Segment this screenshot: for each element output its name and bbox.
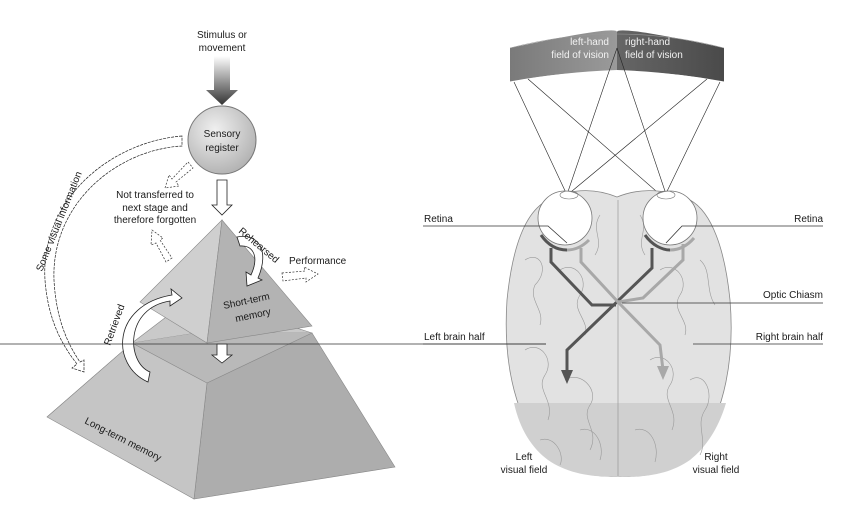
left-brain-half-label: Left brain half [424, 332, 485, 343]
left-pathway-arrowhead-icon [561, 370, 573, 384]
left-lens [559, 190, 579, 200]
sensory-register-label-1: Sensory [204, 129, 241, 140]
rehearsed-loop-icon [236, 236, 264, 287]
optic-pathways [539, 234, 696, 375]
right-eye [642, 190, 698, 246]
left-visual-field-label-2: visual field [501, 465, 548, 476]
not-transferred-label-1: Not transferred to [116, 190, 194, 201]
not-transferred-label-3: therefore forgotten [114, 215, 196, 226]
not-transferred-label-2: next stage and [122, 203, 188, 214]
forgotten-arrow-icon [164, 161, 194, 189]
left-visual-field-label-1: Left [516, 452, 533, 463]
transfer-arrow-icon [211, 179, 233, 216]
left-retina-dark [539, 234, 568, 252]
stm-to-ltm-arrow-icon [210, 343, 234, 364]
some-visual-information-arrow-icon [44, 135, 183, 373]
right-brain-half-label: Right brain half [756, 332, 823, 343]
brain-lower-region [514, 403, 726, 477]
sensory-register-label-2: register [205, 143, 239, 154]
left-field-label-2: field of vision [551, 50, 609, 61]
visual-pathway: left-hand field of vision right-hand fie… [0, 30, 823, 477]
some-visual-information-label: Some visual information [35, 170, 85, 273]
right-visual-field-label-2: visual field [693, 465, 740, 476]
left-field-label-1: left-hand [570, 37, 609, 48]
stm-right-face [206, 219, 313, 344]
ltm-front-face [46, 342, 208, 500]
band-top-edge [509, 33, 725, 49]
sensory-register-sphere [187, 105, 257, 175]
right-lens [656, 190, 676, 200]
performance-arrow-icon [281, 266, 319, 283]
forgotten-arrow-2-icon [150, 229, 173, 263]
left-eye [537, 190, 593, 246]
right-field-label-2: field of vision [625, 50, 683, 61]
dark-pathway [565, 248, 654, 375]
stimulus-label-2: movement [199, 43, 246, 54]
stimulus-arrow-icon [206, 56, 238, 105]
left-field-band [510, 30, 617, 82]
right-field-band [617, 30, 724, 82]
left-retina-light [566, 238, 591, 252]
optic-chiasm-label: Optic Chiasm [763, 290, 823, 301]
retina-left-label: Retina [424, 214, 453, 225]
right-pathway-arrowhead-icon [657, 366, 669, 380]
retina-right-label: Retina [794, 214, 823, 225]
retrieved-arrow-icon [122, 288, 183, 383]
performance-label: Performance [289, 256, 347, 267]
sight-lines [513, 47, 721, 216]
right-visual-field-label-1: Right [704, 452, 728, 463]
stimulus-label-1: Stimulus or [197, 30, 248, 41]
right-retina-dark [643, 234, 671, 252]
band-bottom-edge [509, 71, 725, 83]
right-field-label-1: right-hand [625, 37, 670, 48]
memory-model: Stimulus or movement Sensory register No… [35, 30, 396, 500]
